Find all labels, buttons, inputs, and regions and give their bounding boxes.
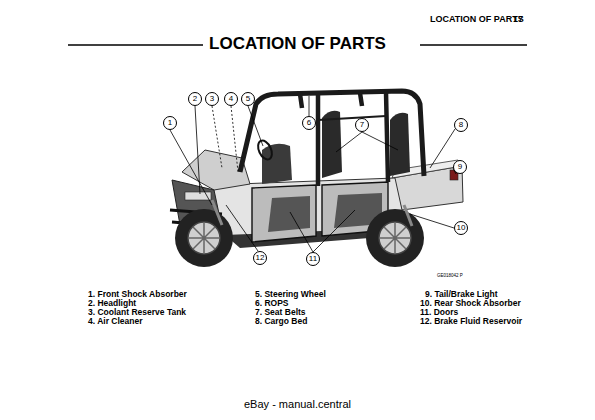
watermark: eBay - manual.central: [0, 398, 595, 410]
rops-post: [300, 92, 388, 186]
callout-number: 12: [256, 254, 265, 262]
front-rim: [188, 222, 220, 254]
rim-spokes: [379, 222, 411, 254]
callout-circle: 7: [355, 118, 369, 132]
leader-line: [309, 96, 310, 116]
callout-number: 2: [193, 95, 197, 103]
page-number: 17: [513, 15, 523, 25]
rear-rim: [379, 222, 411, 254]
callout-number: 10: [457, 224, 466, 232]
callout-number: 4: [229, 95, 233, 103]
callout-number: 1: [168, 119, 172, 127]
callout-circle: 5: [241, 92, 255, 106]
callout-circle: 9: [453, 160, 467, 174]
running-header: LOCATION OF PARTS: [430, 15, 524, 25]
callout-circle: 3: [205, 92, 219, 106]
rear-shock: [404, 205, 412, 226]
leader-line: [170, 130, 212, 205]
callout-number: 7: [360, 121, 364, 129]
part-name: 7. Seat Belts: [255, 308, 306, 317]
part-name: 2. Headlight: [88, 299, 136, 308]
front-tire: [175, 209, 233, 267]
figure-code: GE018042 P: [437, 274, 463, 279]
title-rule: [420, 44, 527, 46]
rops: [240, 91, 424, 176]
part-name: 10. Rear Shock Absorber: [420, 299, 521, 308]
leader-line: [362, 132, 398, 150]
leader-line: [336, 132, 362, 152]
callout-number: 8: [459, 121, 463, 129]
callout-circle: 6: [302, 116, 316, 130]
seat: [262, 144, 292, 184]
part-name: 5. Steering Wheel: [255, 290, 326, 299]
leader-line: [290, 212, 313, 252]
part-name: 8. Cargo Bed: [255, 317, 307, 326]
leader-line: [313, 210, 355, 252]
leader-line: [195, 106, 200, 194]
leader-line: [226, 205, 258, 251]
front-door: [252, 185, 316, 242]
callout-number: 9: [458, 163, 462, 171]
rim-spokes: [188, 222, 220, 254]
callout-circle: 1: [163, 116, 177, 130]
callout-circle: 4: [224, 92, 238, 106]
callout-circle: 10: [454, 221, 468, 235]
part-name: 6. ROPS: [255, 299, 289, 308]
callout-number: 3: [210, 95, 214, 103]
seat: [322, 111, 342, 178]
title-rule: [68, 44, 203, 46]
callout-circle: 8: [454, 118, 468, 132]
callout-number: 5: [246, 95, 250, 103]
part-name: 4. Air Cleaner: [88, 317, 143, 326]
steering-wheel: [255, 138, 274, 161]
callout-number: 11: [309, 255, 317, 263]
callout-circle: 11: [306, 252, 320, 266]
leader-lines: [170, 96, 456, 252]
seat: [390, 113, 410, 176]
leader-line: [212, 106, 222, 168]
leader-line: [430, 129, 455, 168]
page-title: LOCATION OF PARTS: [0, 35, 595, 54]
part-name: 3. Coolant Reserve Tank: [88, 308, 186, 317]
part-name: 12. Brake Fluid Reservoir: [420, 317, 522, 326]
rops-brace: [318, 116, 386, 120]
callout-number: 6: [307, 119, 311, 127]
callout-circle: 2: [188, 92, 202, 106]
part-name: 11. Doors: [420, 308, 458, 317]
leader-line: [248, 106, 263, 146]
part-name: 1. Front Shock Absorber: [88, 290, 187, 299]
door-inset: [268, 196, 310, 232]
rear-tire: [366, 209, 424, 267]
part-name: 9. Tail/Brake Light: [425, 290, 498, 299]
leader-line: [410, 214, 454, 228]
callout-circle: 12: [253, 251, 267, 265]
leader-line: [231, 106, 238, 172]
front-shock: [212, 200, 222, 225]
